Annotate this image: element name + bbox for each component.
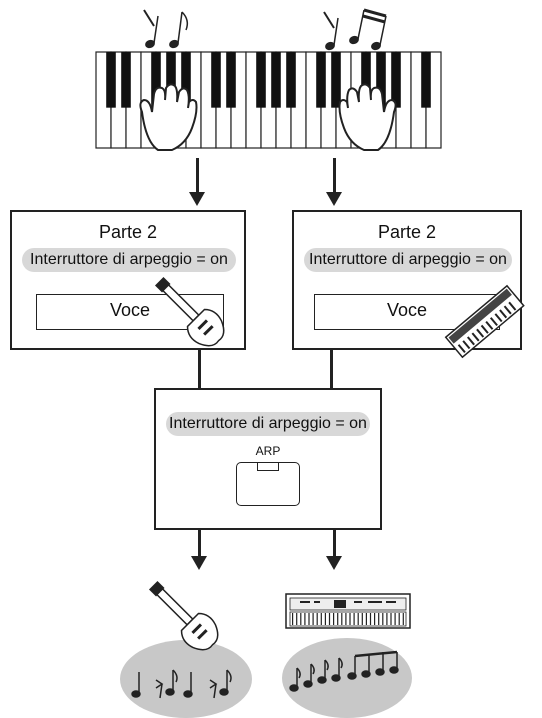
synth-key — [402, 613, 404, 625]
arp-switch-label: Interruttore di arpeggio = on — [304, 248, 512, 272]
music-notes-right-icon — [323, 8, 387, 51]
voice-label: Voce — [386, 300, 428, 320]
synth-key — [324, 613, 326, 625]
right-hand-icon — [338, 83, 397, 151]
arrow-left-bottom-head — [191, 556, 207, 570]
synth-key — [353, 613, 355, 625]
synth-key — [312, 613, 314, 625]
part-title: Parte 2 — [98, 222, 158, 242]
synth-key — [378, 613, 380, 625]
synth-key — [292, 613, 294, 625]
synth-key — [374, 613, 376, 625]
electric-guitar-icon — [148, 580, 219, 651]
piano-black-key — [286, 52, 296, 108]
synth-key — [345, 613, 347, 625]
synth-key — [390, 613, 392, 625]
synth-key — [365, 613, 367, 625]
piano-black-key — [316, 52, 326, 108]
keyboard-synth-icon — [444, 284, 525, 359]
synth-key — [369, 613, 372, 625]
piano-black-key — [271, 52, 281, 108]
piano-black-key — [121, 52, 131, 108]
synth-key — [386, 613, 388, 625]
arrow-right-top-head — [326, 192, 342, 206]
arrow-left-bottom-shaft — [198, 530, 201, 558]
arp-button[interactable] — [236, 462, 300, 506]
synth-key — [296, 613, 298, 625]
piano-black-key — [376, 52, 386, 108]
arp-switch-label: Interruttore di arpeggio = on — [22, 248, 236, 272]
synth-key — [382, 613, 384, 625]
part-title: Parte 2 — [377, 222, 437, 242]
connector-right — [330, 350, 333, 390]
music-notes-icon — [289, 650, 399, 692]
arrow-right-bottom-head — [326, 556, 342, 570]
synth-key — [300, 613, 302, 625]
piano-black-key — [181, 52, 191, 108]
synth-key — [333, 613, 335, 625]
piano-black-key — [151, 52, 161, 108]
synth-key — [316, 613, 318, 625]
synth-key — [361, 613, 363, 625]
piano-black-key — [226, 52, 236, 108]
synth-key — [328, 613, 331, 625]
synth-key — [357, 613, 359, 625]
music-notes-left-icon — [143, 9, 189, 49]
synth-key — [341, 613, 343, 625]
piano-black-key — [166, 52, 176, 108]
synth-key — [320, 613, 322, 625]
music-notes-icon — [131, 669, 232, 699]
synth-key — [308, 613, 310, 625]
arrow-left-top-shaft — [196, 158, 199, 194]
arrow-left-top-head — [189, 192, 205, 206]
piano-black-key — [361, 52, 371, 108]
arrow-right-bottom-shaft — [333, 530, 336, 558]
arp-switch-label: Interruttore di arpeggio = on — [166, 412, 370, 436]
arp-block: Interruttore di arpeggio = on ARP — [154, 388, 382, 530]
arp-button-label: ARP — [255, 444, 281, 458]
left-hand-icon — [139, 83, 198, 151]
electric-guitar-icon — [154, 276, 225, 347]
synth-key — [394, 613, 396, 625]
output-left-oval — [120, 640, 252, 718]
piano-black-key — [106, 52, 116, 108]
piano-black-key — [256, 52, 266, 108]
piano-black-key — [421, 52, 431, 108]
output-right-oval — [282, 638, 412, 718]
synth-key — [304, 613, 306, 625]
synthesizer-icon — [285, 593, 411, 629]
synth-key — [398, 613, 400, 625]
piano-black-key — [391, 52, 401, 108]
synth-key — [337, 613, 339, 625]
piano-black-key — [331, 52, 341, 108]
voice-label: Voce — [109, 300, 151, 320]
synth-key — [349, 613, 351, 625]
connector-left — [198, 350, 201, 390]
piano-black-key — [211, 52, 221, 108]
arrow-right-top-shaft — [333, 158, 336, 194]
